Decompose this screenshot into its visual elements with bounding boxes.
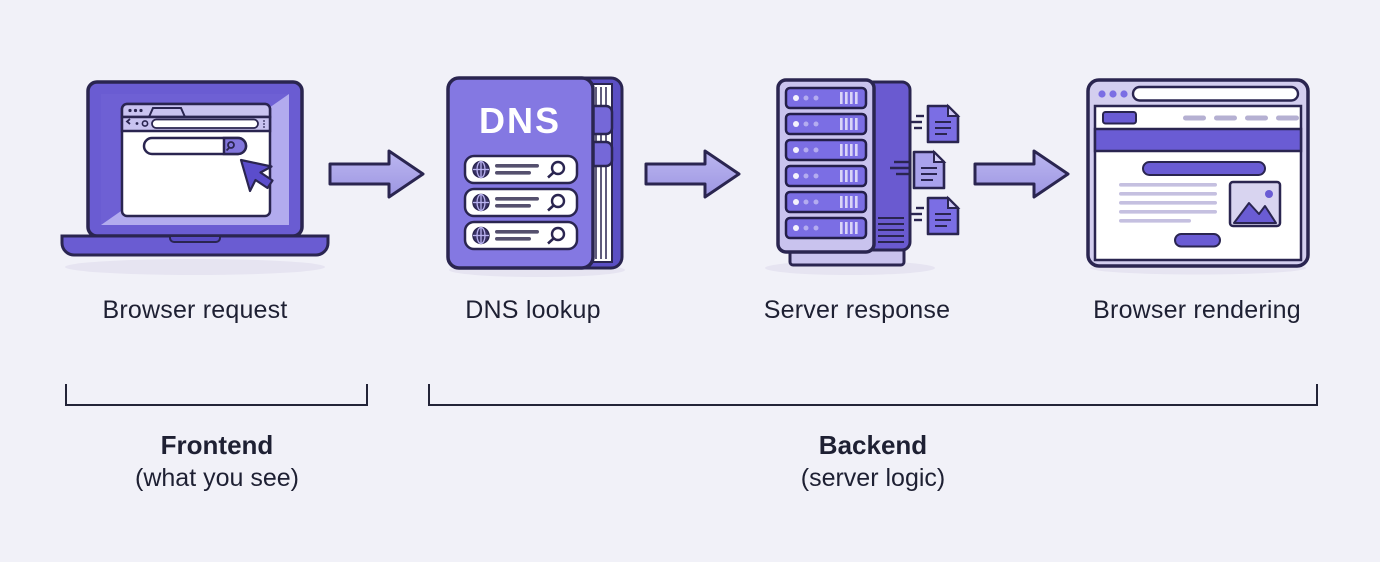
backend-bracket [428,384,1318,406]
server-vents [878,217,904,243]
image-placeholder-icon [1228,180,1282,228]
back-icon [125,118,131,125]
step-label-dns-lookup: DNS lookup [465,296,601,324]
nav-link [1245,115,1268,121]
frontend-subtitle: (what you see) [135,464,299,492]
webpage-icon [1086,78,1310,275]
laptop-shadow [65,259,325,275]
window-dot [1098,90,1106,98]
server-side-panel [868,80,912,252]
search-bar [142,136,248,156]
step-label-browser-request: Browser request [102,296,288,324]
document-icon [912,149,947,190]
right-arrow-icon [973,149,1070,199]
browser-window [120,102,274,218]
step-label-browser-rendering: Browser rendering [1093,296,1301,324]
hero-band [1093,127,1303,153]
window-dot [1120,90,1128,98]
right-arrow-icon [644,149,741,199]
browser-tab [148,107,186,118]
server-slot [784,138,868,162]
cta-pill [1174,233,1221,248]
logo-block [1102,111,1137,125]
server-slot [784,86,868,110]
magnifier-icon [550,226,566,242]
magnifier-icon [550,160,566,176]
url-field [151,118,259,129]
dns-record-row [463,187,579,218]
step-label-server-response: Server response [763,296,951,324]
document-icon [926,195,961,236]
right-arrow-icon [328,149,425,199]
window-dot [1109,90,1117,98]
document-icon [926,103,961,144]
server-slots [784,86,868,240]
nav-link [1183,115,1206,121]
dns-record-rows [463,154,579,251]
dns-record-row [463,154,579,185]
cursor-icon [239,158,274,193]
speed-lines [890,114,924,222]
backend-subtitle: (server logic) [800,464,946,492]
url-field [1131,85,1300,102]
search-icon [227,141,235,149]
response-documents [890,103,961,236]
laptop-browser-icon [60,80,330,275]
nav-link [1276,115,1299,121]
server-slot [784,216,868,240]
page-navbar [1102,111,1299,125]
server-slot [784,190,868,214]
laptop-notch [169,235,221,243]
nav-link [1214,115,1237,121]
server-slot [784,164,868,188]
server-rack-icon [765,78,961,275]
magnifier-icon [550,193,566,209]
frontend-bracket [65,384,368,406]
refresh-icon [141,120,149,127]
backend-title: Backend [818,430,928,460]
server-slot [784,112,868,136]
laptop-base [60,234,330,257]
dns-record-row [463,220,579,251]
forward-icon [135,122,139,125]
dns-book-icon: DNS [446,76,625,277]
dns-badge: DNS [479,100,561,141]
browser-tab-bar [120,102,272,119]
frontend-title: Frontend [160,430,274,460]
heading-pill [1142,161,1266,176]
text-lines [1119,183,1217,223]
